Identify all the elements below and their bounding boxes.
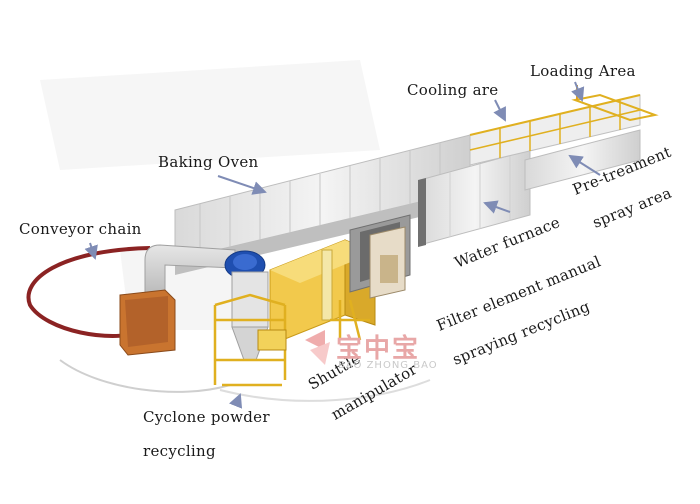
watermark-brand-en: BAO ZHONG BAO bbox=[338, 360, 438, 371]
conveyor-chain-label: Conveyor chain bbox=[19, 220, 142, 238]
watermark: 宝中宝 BAO ZHONG BAO bbox=[300, 328, 450, 378]
watermark-logo bbox=[305, 330, 330, 365]
watermark-brand-cn: 宝中宝 bbox=[336, 334, 421, 364]
loading-area-label: Loading Area bbox=[530, 62, 636, 80]
spray-booth bbox=[269, 239, 376, 346]
cooling-area-label: Cooling are bbox=[407, 81, 499, 99]
water-furnace bbox=[418, 149, 531, 247]
conveyor-chain bbox=[26, 246, 431, 402]
cyclone-recycler bbox=[144, 244, 287, 387]
baking-oven-label: Baking Oven bbox=[158, 153, 259, 171]
control-cabinet bbox=[369, 226, 406, 299]
cyclone-label-line1: Cyclone powder bbox=[143, 408, 270, 426]
cyclone-label-line2: recycling bbox=[143, 442, 216, 460]
leader-arrows bbox=[84, 81, 601, 409]
heater-unit bbox=[119, 289, 176, 356]
shuttle-manipulator bbox=[330, 299, 370, 341]
